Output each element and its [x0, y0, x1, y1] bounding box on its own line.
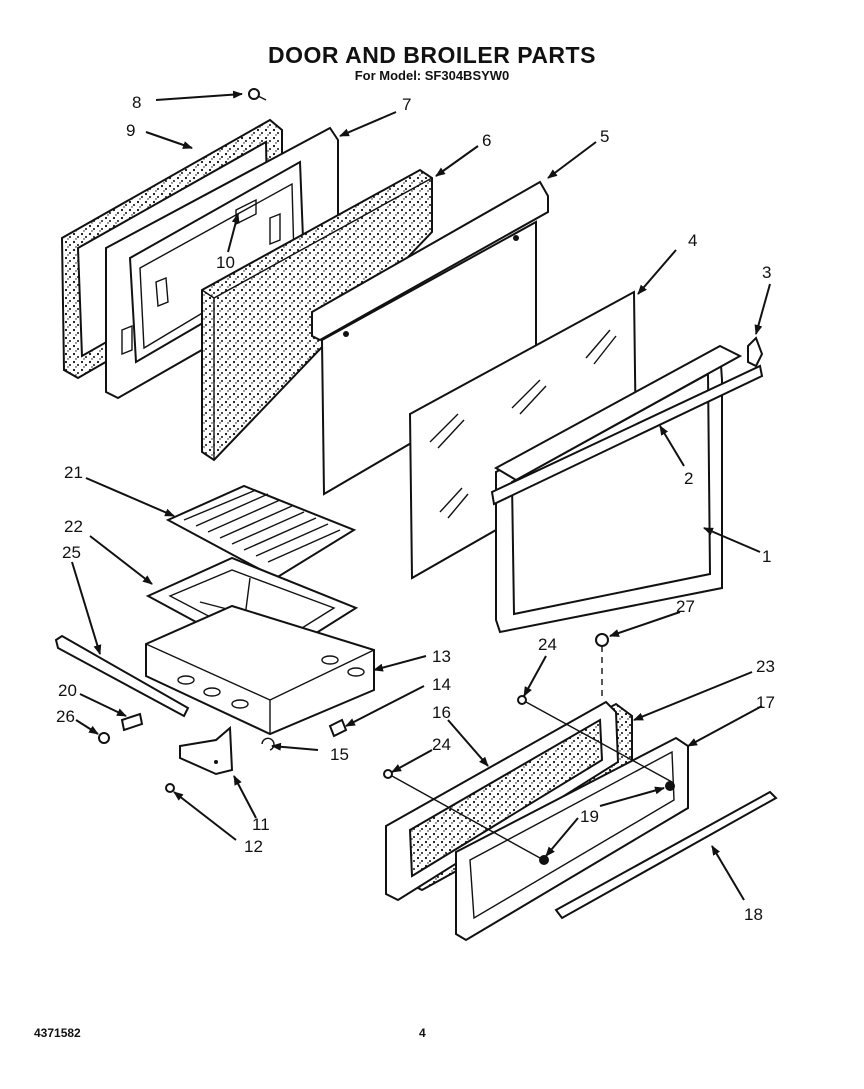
callout-5: 5 [600, 127, 609, 146]
page-title: DOOR AND BROILER PARTS [268, 42, 596, 68]
callout-14: 14 [432, 675, 451, 694]
callout-21: 21 [64, 463, 83, 482]
part-5-door-panel [311, 180, 549, 496]
part-3-door-bracket [747, 336, 764, 368]
callout-27: 27 [676, 597, 695, 616]
part-26-screw [98, 732, 110, 744]
part-14-clip [328, 718, 348, 738]
callout-20: 20 [58, 681, 77, 700]
part-19-nuts [539, 781, 675, 865]
leader-arrows [71, 90, 771, 901]
callout-3: 3 [762, 263, 771, 282]
part-20-bracket [120, 712, 144, 732]
callout-9: 9 [126, 121, 135, 140]
callout-22: 22 [64, 517, 83, 536]
callout-11: 11 [252, 815, 270, 834]
part-15-spring-clip [261, 737, 275, 751]
part-27-screw [595, 633, 609, 700]
callout-12: 12 [244, 837, 263, 856]
part-17-drawer-front [455, 736, 689, 942]
callout-10: 10 [216, 253, 235, 272]
callout-18: 18 [744, 905, 763, 924]
callout-24-lower: 24 [432, 735, 451, 754]
part-21-broiler-grid [165, 484, 357, 580]
part-18-drawer-trim [554, 790, 778, 920]
part-2-handle-trim [490, 344, 764, 506]
page-number: 4 [419, 1026, 426, 1040]
part-25-broiler-trim-strip [54, 634, 190, 718]
callout-15: 15 [330, 745, 349, 764]
model-subtitle: For Model: SF304BSYW0 [354, 68, 510, 83]
callout-1: 1 [762, 547, 771, 566]
document-number: 4371582 [34, 1026, 81, 1040]
callout-16: 16 [432, 703, 451, 722]
part-12-plug [165, 783, 175, 793]
part-16-drawer-inner-panel [385, 700, 620, 902]
callout-6: 6 [482, 131, 491, 150]
callout-19: 19 [580, 807, 599, 826]
callout-25: 25 [62, 543, 81, 562]
part-13-broiler-drawer [145, 604, 375, 736]
callout-17: 17 [756, 693, 775, 712]
callout-8: 8 [132, 93, 141, 112]
callout-labels: 8 7 9 6 5 10 4 3 2 1 21 22 25 13 14 20 2… [56, 93, 775, 924]
part-24-screws [383, 695, 673, 859]
part-8-screw [248, 88, 267, 101]
callout-2: 2 [684, 469, 693, 488]
callout-7: 7 [402, 95, 411, 114]
callout-13: 13 [432, 647, 451, 666]
part-11-broiler-bracket [179, 725, 234, 776]
callout-4: 4 [688, 231, 697, 250]
callout-26: 26 [56, 707, 75, 726]
callout-24: 24 [538, 635, 557, 654]
callout-23: 23 [756, 657, 775, 676]
